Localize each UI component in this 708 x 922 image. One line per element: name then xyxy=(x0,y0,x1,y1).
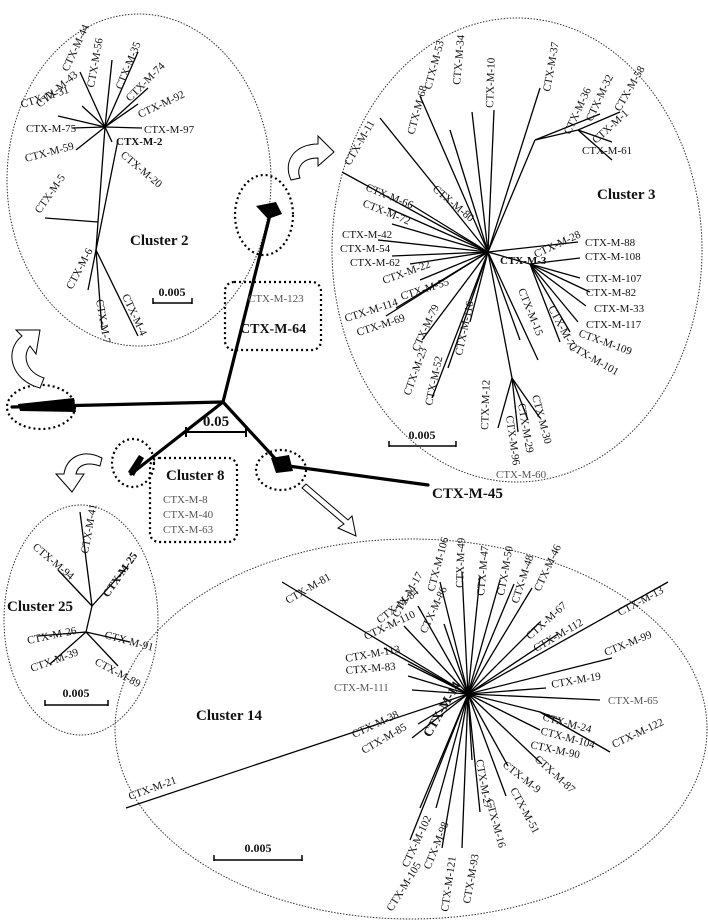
cluster2-title: Cluster 2 xyxy=(130,233,188,249)
cluster3-leaf: CTX-M-15 xyxy=(515,287,545,338)
cluster14-leaf: CTX-M-93 xyxy=(461,853,482,905)
cluster25-ellipse xyxy=(3,504,159,736)
cluster3-branches xyxy=(341,87,621,433)
cluster14-leaf: CTX-M-14 xyxy=(420,678,464,739)
cluster3-leaf: CTX-M-82 xyxy=(586,287,636,299)
cluster14-scale-label: 0.005 xyxy=(245,841,272,855)
cluster2-leaf: CTX-M-56 xyxy=(85,37,106,89)
cluster25-leaf: CTX-M-25 xyxy=(101,550,141,600)
arrow-to-cluster14 xyxy=(301,483,357,537)
cluster14-leaf: CTX-M-106 xyxy=(425,535,451,592)
cluster3-leaf: CTX-M-33 xyxy=(594,303,645,315)
cluster14-leaf: CTX-M-111 xyxy=(334,682,389,694)
cluster14-leaf: CTX-M-13 xyxy=(616,584,666,618)
cluster2-leaf: CTX-M-2 xyxy=(116,136,163,148)
cluster2-leaf: CTX-M-59 xyxy=(24,140,76,165)
cluster2-scale-label: 0.005 xyxy=(159,285,186,299)
cluster14-leaf: CTX-M-16 xyxy=(483,798,508,850)
pointer-arrows xyxy=(11,134,357,537)
cluster25-title: Cluster 25 xyxy=(7,599,73,615)
cluster3-leaf: CTX-M-54 xyxy=(340,243,391,255)
cluster14-leaf: CTX-M-122 xyxy=(610,716,665,750)
cluster2-leaf: CTX-M-5 xyxy=(33,172,69,216)
cluster3-leaf: CTX-M-55 xyxy=(399,276,451,303)
cluster2-leaf: CTX-M-92 xyxy=(136,89,186,121)
cluster2-leaf: CTX-M-44 xyxy=(60,22,92,73)
collapsed-cluster-glyphs xyxy=(18,202,293,476)
cluster14-title: Cluster 14 xyxy=(196,708,262,724)
cluster3-leaf: CTX-M-12 xyxy=(479,380,493,430)
cluster3-leaf: CTX-M-80 xyxy=(430,183,476,225)
cluster8-leaf: CTX-M-63 xyxy=(163,524,214,536)
cluster25-scale-label: 0.005 xyxy=(63,686,90,700)
cluster14-ellipse xyxy=(114,538,708,920)
cluster8-leaf: CTX-M-8 xyxy=(163,494,208,506)
cluster3-leaf: CTX-M-79 xyxy=(410,302,442,353)
cluster2-ellipse xyxy=(6,13,272,347)
cluster3-leaf: CTX-M-107 xyxy=(586,273,642,285)
arrow-to-cluster3 xyxy=(287,134,335,181)
singleton-label: CTX-M-64 xyxy=(240,322,306,337)
cluster25-branches xyxy=(37,511,131,667)
cluster3-leaf: CTX-M-60 xyxy=(496,469,547,481)
cluster3-leaf: CTX-M-88 xyxy=(585,237,636,249)
cluster3-leaf: CTX-M-108 xyxy=(585,251,641,263)
cluster14-leaf: CTX-M-19 xyxy=(550,670,602,691)
cluster2-leaf: CTX-M-75 xyxy=(26,123,77,135)
cluster3-ellipse xyxy=(331,17,703,483)
cluster3-leaf: CTX-M-58 xyxy=(612,64,648,114)
cluster3-leaf: CTX-M-116 xyxy=(453,300,476,357)
main-scale-label: 0.05 xyxy=(203,414,229,430)
arrow-to-cluster25 xyxy=(54,453,103,493)
cluster25-leaf: CTX-M-89 xyxy=(93,656,143,690)
singleton-label: CTX-M-123 xyxy=(248,293,304,305)
cluster14-leaf: CTX-M-121 xyxy=(439,856,459,913)
cluster3-leaf: CTX-M-37 xyxy=(541,41,562,93)
cluster3-marker xyxy=(233,173,295,257)
cluster25-leaf: CTX-M-26 xyxy=(26,625,78,647)
cluster2-leaf: CTX-M-7 xyxy=(93,298,113,345)
cluster25-leaf: CTX-M-39 xyxy=(29,646,81,675)
cluster14-leaf: CTX-M-83 xyxy=(345,661,396,677)
cluster14-leaf: CTX-M-47 xyxy=(475,545,491,596)
cluster14-leaf: CTX-M-81 xyxy=(284,571,333,606)
cluster2-branches xyxy=(44,51,149,337)
cluster3-leaf: CTX-M-61 xyxy=(582,145,632,157)
cluster14-leaf: CTX-M-65 xyxy=(608,695,659,707)
cluster25-marker xyxy=(110,437,156,489)
cluster3-leaf: CTX-M-62 xyxy=(350,257,400,269)
cluster14-branches xyxy=(125,571,669,849)
cluster3-leaf: CTX-M-52 xyxy=(423,355,445,407)
cluster3-leaf: CTX-M-28 xyxy=(532,228,583,260)
cluster3-leaf: CTX-M-3 xyxy=(500,255,547,267)
cluster14-leaf: CTX-M-49 xyxy=(454,537,468,588)
cluster3-leaf: CTX-M-34 xyxy=(451,34,467,85)
cluster14-leaf: CTX-M-105 xyxy=(384,860,424,914)
cluster3-scale-label: 0.005 xyxy=(409,428,436,442)
cluster3-leaf: CTX-M-53 xyxy=(422,39,447,91)
cluster14-leaf: CTX-M-46 xyxy=(532,542,564,593)
cluster2-leaf: CTX-M-6 xyxy=(64,246,96,291)
cluster3-leaf: CTX-M-42 xyxy=(342,229,392,241)
cluster2-leaf: CTX-M-4 xyxy=(119,292,149,338)
cluster8-leaf: CTX-M-40 xyxy=(163,509,214,521)
cluster2-leaf: CTX-M-97 xyxy=(144,124,195,136)
cluster25-leaf: CTX-M-94 xyxy=(30,541,76,583)
singleton-label: CTX-M-45 xyxy=(432,486,503,502)
cluster3-leaf: CTX-M-71 xyxy=(545,304,579,354)
cluster25-leaf: CTX-M-91 xyxy=(103,629,155,654)
cluster2-leaf: CTX-M-20 xyxy=(118,149,164,191)
cluster14-leaf: CTX-M-99 xyxy=(603,629,654,659)
cluster3-leaf: CTX-M-10 xyxy=(484,57,498,108)
singleton-box xyxy=(223,280,323,352)
cluster8-title: Cluster 8 xyxy=(166,468,224,484)
arrow-to-cluster2 xyxy=(11,329,45,389)
cluster3-leaf: CTX-M-11 xyxy=(342,118,377,167)
cluster8-box xyxy=(148,456,239,544)
cluster14-leaf: CTX-M-48 xyxy=(509,553,536,605)
cluster3-leaf: CTX-M-117 xyxy=(586,319,642,331)
cluster3-title: Cluster 3 xyxy=(597,187,655,203)
